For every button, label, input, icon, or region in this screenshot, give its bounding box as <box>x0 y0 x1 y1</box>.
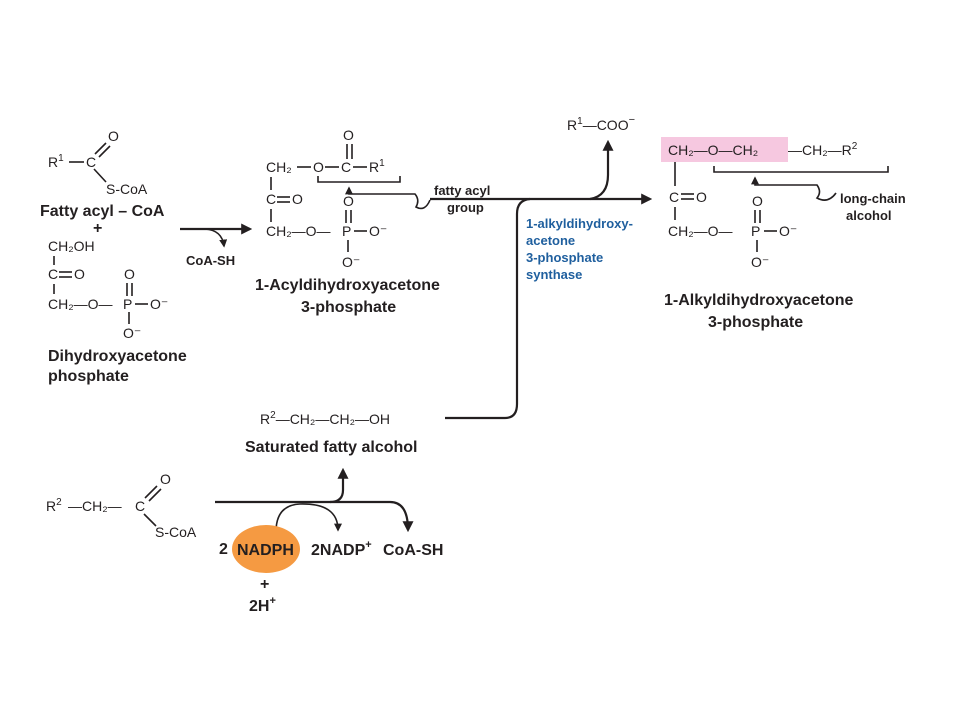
acyl-dhap-label-line2: 3-phosphate <box>301 299 396 316</box>
acyl-dhap-label-line1: 1-Acyldihydroxyacetone <box>255 277 440 294</box>
acyl-dhap-p-oxygen-right: O⁻ <box>369 223 387 239</box>
acyl-dhap-ch2: CH₂ <box>266 159 292 175</box>
fatty-acyl-group-label-line1: fatty acyl <box>434 183 490 198</box>
r2-acyl-coa-carbon: C <box>135 498 145 514</box>
coash-byproduct-2: CoA-SH <box>383 542 443 559</box>
reaction-arrow-1 <box>180 223 253 248</box>
dhap-carbon: C <box>48 266 58 282</box>
alkyl-dhap-phosphorus: P <box>751 223 760 239</box>
r2-acyl-coa-structure: R2 —CH₂— C O S-CoA <box>46 471 197 540</box>
alkyl-dhap-label-line2: 3-phosphate <box>708 314 803 331</box>
fatty-acyl-r: R1 <box>48 153 64 170</box>
protons: 2H+ <box>249 595 276 615</box>
dhap-p-oxygen-bottom: O⁻ <box>123 325 141 341</box>
plus-sign-1: + <box>93 220 102 237</box>
dhap-ch2o: CH₂—O— <box>48 296 113 312</box>
alkyl-dhap-ether: CH₂—O—CH₂ <box>668 142 758 158</box>
long-chain-alcohol-label-line1: long-chain <box>840 191 906 206</box>
enzyme-label-line4: synthase <box>526 267 582 282</box>
nadph-coefficient: 2 <box>219 541 228 558</box>
nadp-product: 2NADP+ <box>311 539 372 559</box>
long-chain-alcohol-label-line2: alcohol <box>846 208 892 223</box>
alkyl-chain-bracket <box>713 166 889 173</box>
dhap-structure: CH₂OH C O CH₂—O— P O O⁻ O⁻ <box>48 238 168 341</box>
acyl-dhap-keto-oxygen: O <box>292 191 303 207</box>
acyl-dhap-carbonyl-oxygen: O <box>343 127 354 143</box>
acyl-dhap-ch2o: CH₂—O— <box>266 223 331 239</box>
alkyl-dhap-p-oxygen-right: O⁻ <box>779 223 797 239</box>
dhap-p-oxygen-top: O <box>124 266 135 282</box>
r2-acyl-coa-scoa: S-CoA <box>155 524 197 540</box>
enzyme-label-line2: acetone <box>526 233 575 248</box>
acyl-dhap-structure: CH₂ O C O R1 C O CH₂—O— P O O⁻ O⁻ <box>266 127 401 270</box>
alkyl-dhap-p-oxygen-top: O <box>752 193 763 209</box>
synthase-reaction-arrow <box>430 139 653 420</box>
alkyl-dhap-keto-carbon: C <box>669 189 679 205</box>
ether-bond-highlight <box>661 137 788 162</box>
alkyl-dhap-tail: —CH₂—R2 <box>788 141 858 158</box>
plus-sign-2: + <box>260 576 269 593</box>
alkyl-dhap-ch2o: CH₂—O— <box>668 223 733 239</box>
dhap-label-line1: Dihydroxyacetone <box>48 348 187 365</box>
alkyl-dhap-label-line1: 1-Alkyldihydroxyacetone <box>664 292 854 309</box>
acyl-dhap-keto-carbon: C <box>266 191 276 207</box>
fatty-acyl-carbon: C <box>86 154 96 170</box>
fatty-acyl-coa-structure: R1 C O S-CoA <box>48 128 148 197</box>
coash-byproduct-1: CoA-SH <box>186 253 235 268</box>
dhap-p-oxygen-right: O⁻ <box>150 296 168 312</box>
alkyl-dhap-keto-oxygen: O <box>696 189 707 205</box>
alkyl-dhap-structure: CH₂—O—CH₂ —CH₂—R2 C O CH₂—O— P O O⁻ O⁻ <box>668 141 889 270</box>
carboxylate-product: R1—COO− <box>567 114 635 133</box>
fatty-acyl-scoa: S-CoA <box>106 181 148 197</box>
acyl-dhap-r1: R1 <box>369 158 385 175</box>
acyl-dhap-p-oxygen-top: O <box>343 193 354 209</box>
dhap-label-line2: phosphate <box>48 368 129 385</box>
enzyme-label-line3: 3-phosphate <box>526 250 603 265</box>
nadph-label: NADPH <box>237 542 294 559</box>
reduction-reaction-arrow <box>215 467 414 533</box>
acyl-dhap-p-oxygen-bottom: O⁻ <box>342 254 360 270</box>
dhap-phosphorus: P <box>123 296 132 312</box>
fatty-acyl-group-label-line2: group <box>447 200 484 215</box>
r2-acyl-coa-oxygen: O <box>160 471 171 487</box>
fatty-alcohol-label: Saturated fatty alcohol <box>245 439 417 456</box>
acyl-dhap-phosphorus: P <box>342 223 351 239</box>
acyl-dhap-carbonyl-carbon: C <box>341 159 351 175</box>
r2-acyl-coa-r: R2 <box>46 497 62 514</box>
acyl-group-bracket <box>317 176 401 183</box>
fatty-acyl-coa-label: Fatty acyl – CoA <box>40 203 165 220</box>
r2-acyl-coa-ch2: —CH₂— <box>68 498 122 514</box>
alkyl-dhap-p-oxygen-bottom: O⁻ <box>751 254 769 270</box>
acyl-dhap-ester-oxygen: O <box>313 159 324 175</box>
dhap-ch2oh: CH₂OH <box>48 238 95 254</box>
long-chain-alcohol-pointer <box>751 176 837 201</box>
enzyme-label-line1: 1-alkyldihydroxy- <box>526 216 633 231</box>
nadph-highlight <box>232 525 300 573</box>
dhap-oxygen: O <box>74 266 85 282</box>
fatty-acyl-oxygen: O <box>108 128 119 144</box>
fatty-alcohol-structure: R2—CH₂—CH₂—OH <box>260 410 390 427</box>
fatty-acyl-group-pointer <box>345 186 431 210</box>
